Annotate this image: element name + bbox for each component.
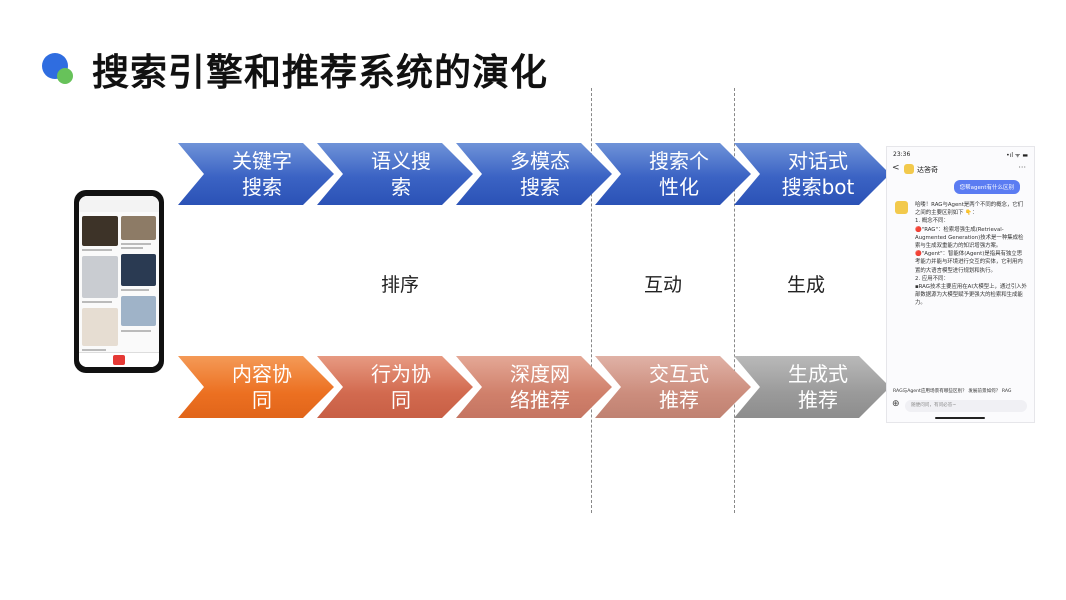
chat-bot-name: 达答奇 <box>917 166 938 174</box>
stage-label-line1: 对话式 <box>788 149 848 173</box>
chat-input: 随便问问，有问必答~ <box>905 400 1027 412</box>
more-icon: ··· <box>1018 163 1026 172</box>
stage-label-line2: 索 <box>391 175 411 199</box>
page-title: 搜索引擎和推荐系统的演化 <box>92 51 548 94</box>
stage-label-line1: 关键字 <box>232 149 292 173</box>
stage-label-line2: 同 <box>252 388 272 412</box>
stage-label-line2: 搜索bot <box>781 175 855 199</box>
stage-label-line2: 性化 <box>659 175 699 199</box>
back-icon: < <box>892 163 900 173</box>
stage-divider-1 <box>591 88 592 513</box>
stage-label-line2: 推荐 <box>659 388 699 412</box>
stage-label-interaction: 互动 <box>644 274 683 296</box>
plus-icon: ⊕ <box>892 399 900 409</box>
stage-label-line1: 多模态 <box>510 149 570 173</box>
stage-divider-2 <box>734 88 735 513</box>
phone-screenshot <box>74 190 164 373</box>
stage-generative-recommendation: 生成式推荐 <box>734 356 890 418</box>
stage-keyword-search: 关键字搜索 <box>178 143 334 205</box>
stage-conversational-search-bot: 对话式搜索bot <box>734 143 890 205</box>
stage-label-line1: 语义搜 <box>371 149 431 173</box>
stage-label-line2: 搜索 <box>520 175 560 199</box>
stage-label-line1: 生成式 <box>788 362 848 386</box>
stage-label-line2: 搜索 <box>242 175 282 199</box>
stage-label-line2: 络推荐 <box>510 388 570 412</box>
stage-label-ranking: 排序 <box>381 274 420 296</box>
stage-label-line1: 内容协 <box>232 362 292 386</box>
stage-label-line1: 深度网 <box>510 362 570 386</box>
stage-label-line2: 推荐 <box>798 388 838 412</box>
stage-label-line1: 交互式 <box>649 362 709 386</box>
chat-user-question: 您帮agent有什么区别 <box>953 180 1020 194</box>
bot-avatar-icon <box>895 201 908 214</box>
stage-deep-network-recommendation: 深度网络推荐 <box>456 356 612 418</box>
stage-multimodal-search: 多模态搜索 <box>456 143 612 205</box>
stage-label-line2: 同 <box>391 388 411 412</box>
stage-semantic-search: 语义搜索 <box>317 143 473 205</box>
home-indicator <box>935 417 985 419</box>
bot-avatar-icon <box>904 164 914 174</box>
chat-screenshot: 23:36 •ıl ᯤ ▬ < 达答奇 ··· 您帮agent有什么区别 哈喽！… <box>886 146 1035 423</box>
stage-content-collaborative: 内容协同 <box>178 356 334 418</box>
chat-suggestions: RAG与Agent应用场景有哪些区别？ 发展前景如何？ RAG <box>893 389 1012 394</box>
chat-status-icons: •ıl ᯤ ▬ <box>1006 152 1028 159</box>
chat-bot-answer: 哈喽！RAG与Agent是两个不同的概念，它们之间的主要区别如下 👇： 1. 概… <box>915 202 1027 307</box>
stage-label-generation: 生成 <box>787 274 826 296</box>
stage-label-line1: 搜索个 <box>649 149 709 173</box>
stage-label-line1: 行为协 <box>371 362 431 386</box>
stage-behavior-collaborative: 行为协同 <box>317 356 473 418</box>
title-bullet-accent-icon <box>57 68 73 84</box>
chat-time: 23:36 <box>893 151 911 158</box>
stage-personalized-search: 搜索个性化 <box>595 143 751 205</box>
stage-interactive-recommendation: 交互式推荐 <box>595 356 751 418</box>
